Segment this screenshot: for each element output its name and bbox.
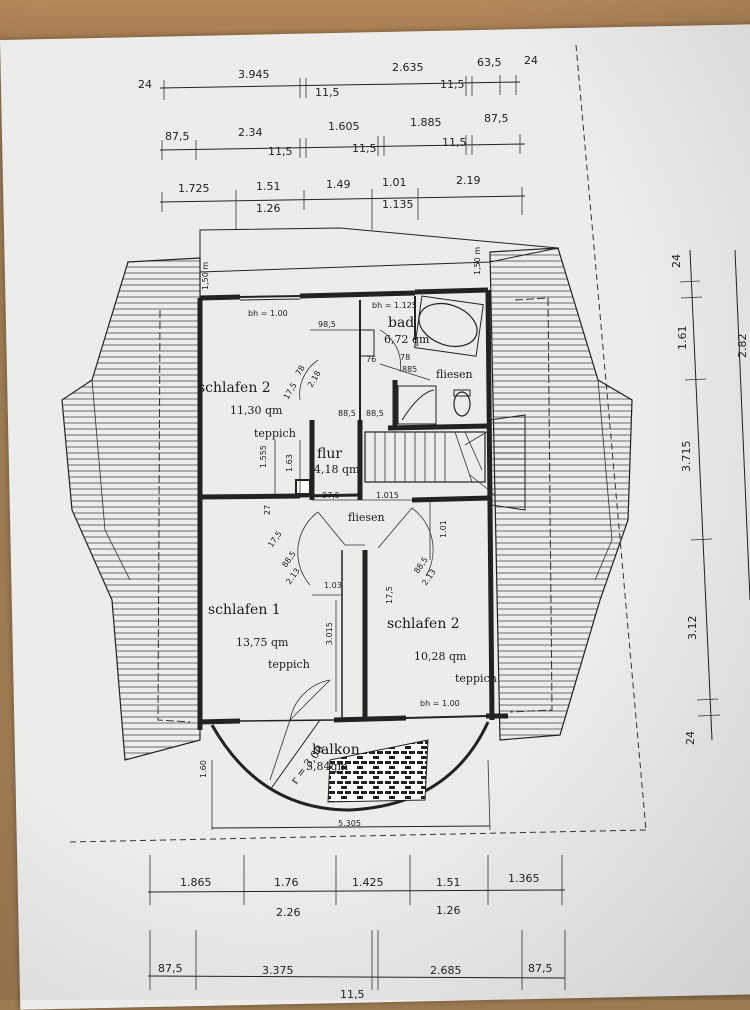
dim-top4-1135: 1.135 [382, 198, 414, 211]
label-101: 1.01 [439, 520, 448, 538]
dim-bottom-2685: 2.685 [430, 964, 462, 977]
dim-top2-875a: 87,5 [165, 130, 190, 143]
dim-right-312: 3.12 [686, 616, 699, 641]
dim-top-635: 63,5 [477, 56, 502, 69]
label-3015: 3.015 [325, 622, 334, 645]
dim-top2-115a: 11,5 [268, 145, 293, 158]
dim-top3-149: 1.49 [326, 178, 351, 191]
dim-right-3715: 3.715 [680, 441, 693, 473]
room-area-bad: 6,72 qm [384, 333, 430, 346]
dim-right-282: 2.82 [736, 334, 749, 359]
balcony [210, 719, 491, 831]
dim-top-24-right: 24 [524, 54, 538, 67]
dim-bottom-126: 1.26 [436, 904, 461, 917]
dim-top-2635: 2.635 [392, 61, 424, 74]
dim-right-24-top: 24 [670, 254, 683, 268]
label-175a: 17,5 [266, 529, 284, 549]
dim-bottom-151: 1.51 [436, 876, 461, 889]
dim-bottom-875b: 87,5 [528, 962, 553, 975]
small-annotations: bh = 1.00 bh = 1.125 bh = 1.00 1,50 m 1,… [199, 247, 482, 828]
bottom-dimension-chains: 1.865 1.76 1.425 1.51 1.365 2.26 1.26 87… [147, 855, 566, 1000]
knee-wall-dash-right [509, 297, 553, 713]
dim-top2-115c: 11,5 [442, 136, 467, 149]
label-76: 76 [366, 355, 376, 364]
dim-top2-1885: 1.885 [410, 116, 442, 129]
label-175: 17,5 [282, 381, 299, 401]
label-885b: 88,5 [366, 409, 384, 418]
dim-right-24-bottom: 24 [684, 731, 697, 745]
dim-bottom-176: 1.76 [274, 876, 299, 889]
label-163: 1.63 [285, 454, 294, 472]
dim-top2-234: 2.34 [238, 126, 263, 139]
label-975: 97,5 [322, 491, 340, 500]
room-area-flur: 4,18 qm [314, 463, 360, 476]
label-h150a: 1,50 m [201, 262, 210, 290]
dim-top-115a: 11,5 [315, 86, 340, 99]
label-1555: 1.555 [259, 445, 268, 468]
room-name-bad: bad [388, 315, 414, 331]
label-103: 1.03 [324, 581, 342, 590]
label-175b: 17,5 [385, 586, 394, 604]
dim-bottom-1865: 1.865 [180, 876, 212, 889]
dim-bottom-226: 2.26 [276, 906, 301, 919]
room-floor-flur: fliesen [348, 511, 385, 524]
label-h150b: 1,50 m [473, 247, 482, 275]
dim-top3-1725: 1.725 [178, 182, 210, 195]
dim-top-24-left: 24 [138, 78, 152, 91]
label-885d: 88,5 [280, 549, 298, 569]
dim-bottom-115: 11,5 [340, 988, 365, 1000]
door-swings [289, 329, 434, 721]
dim-top-3945: 3.945 [238, 68, 270, 81]
room-name-balkon: balkon [312, 742, 360, 758]
label-78b: 78 [400, 353, 410, 362]
right-dimension-chain: 24 1.61 3.715 3.12 24 2.82 [670, 249, 750, 745]
dim-bottom-1365: 1.365 [508, 872, 540, 885]
walls [197, 287, 508, 730]
bathroom-fixtures [359, 295, 484, 425]
label-bh3: bh = 1.00 [420, 699, 460, 708]
label-78a: 78 [294, 364, 307, 377]
dim-top3-101: 1.01 [382, 176, 407, 189]
interior-dimension-lines [274, 329, 431, 712]
room-floor-schlafen1: teppich [268, 658, 310, 671]
label-bh1: bh = 1.00 [248, 309, 288, 318]
room-area-schlafen2-top: 11,30 qm [230, 404, 283, 417]
dim-top2-875b: 87,5 [484, 112, 509, 125]
label-885a: 88,5 [338, 409, 356, 418]
dim-top-115b: 11,5 [440, 78, 465, 91]
room-name-schlafen2-top: schlafen 2 [198, 380, 271, 396]
room-area-balkon: 5,84qm [306, 760, 349, 773]
label-885c: 885 [402, 365, 417, 374]
dim-top2-1605: 1.605 [328, 120, 360, 133]
room-area-schlafen2-bottom: 10,28 qm [414, 650, 467, 663]
knee-wall-dash-left [157, 309, 191, 723]
label-27: 27 [263, 505, 272, 515]
dim-bottom-1425: 1.425 [352, 876, 384, 889]
room-floor-schlafen2-bottom: teppich [455, 672, 497, 685]
label-bh2: bh = 1.125 [372, 301, 417, 310]
room-floor-schlafen2-top: teppich [254, 427, 296, 440]
label-160: 1.60 [199, 760, 208, 778]
label-985: 98,5 [318, 320, 336, 329]
room-name-schlafen2-bottom: schlafen 2 [387, 616, 460, 632]
dim-right-161: 1.61 [676, 326, 689, 351]
room-name-flur: flur [317, 446, 342, 462]
staircase [364, 414, 526, 511]
dim-bottom-3375: 3.375 [262, 964, 294, 977]
dim-top3-219: 2.19 [456, 174, 481, 187]
dim-bottom-875a: 87,5 [158, 962, 183, 975]
label-1015: 1.015 [376, 491, 399, 500]
room-area-schlafen1: 13,75 qm [236, 636, 289, 649]
top-dimension-chains: 24 3.945 11,5 2.635 11,5 63,5 24 87,5 2.… [138, 54, 538, 230]
label-balkon-width: 5.305 [338, 819, 361, 828]
dim-top4-126: 1.26 [256, 202, 281, 215]
roof-slopes [61, 227, 633, 761]
room-name-schlafen1: schlafen 1 [208, 602, 281, 618]
label-218: 2.18 [306, 369, 323, 389]
dim-top3-151: 1.51 [256, 180, 281, 193]
dim-top2-115b: 11,5 [352, 142, 377, 155]
room-floor-bad: fliesen [436, 368, 473, 381]
